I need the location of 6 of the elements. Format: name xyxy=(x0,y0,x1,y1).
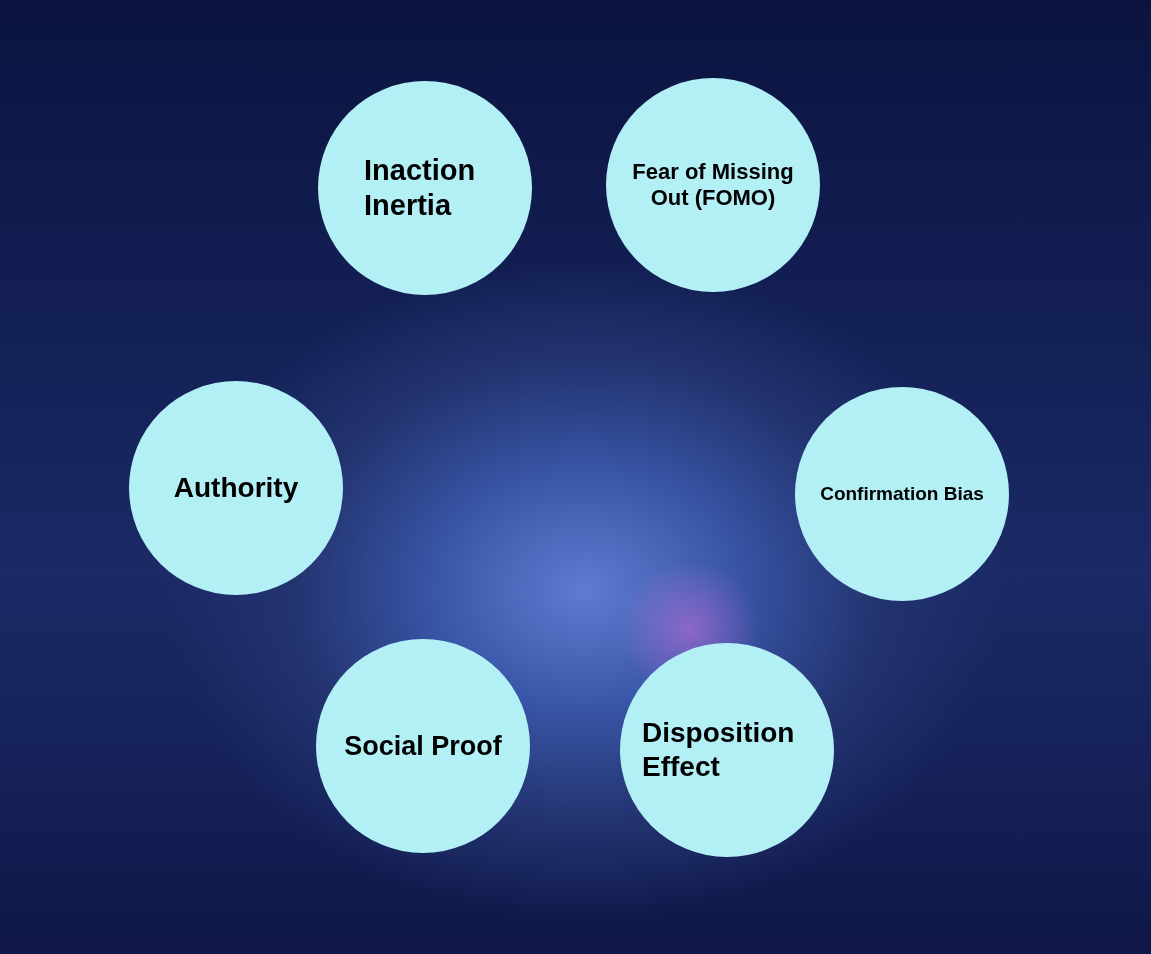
node-label: Fear of Missing Out (FOMO) xyxy=(631,158,795,212)
node-label: Authority xyxy=(173,471,299,505)
node-label: Social Proof xyxy=(344,729,502,763)
node-label: Disposition Effect xyxy=(642,716,796,784)
node-label: Confirmation Bias xyxy=(820,482,984,506)
node-label: Inaction Inertia xyxy=(364,153,477,223)
